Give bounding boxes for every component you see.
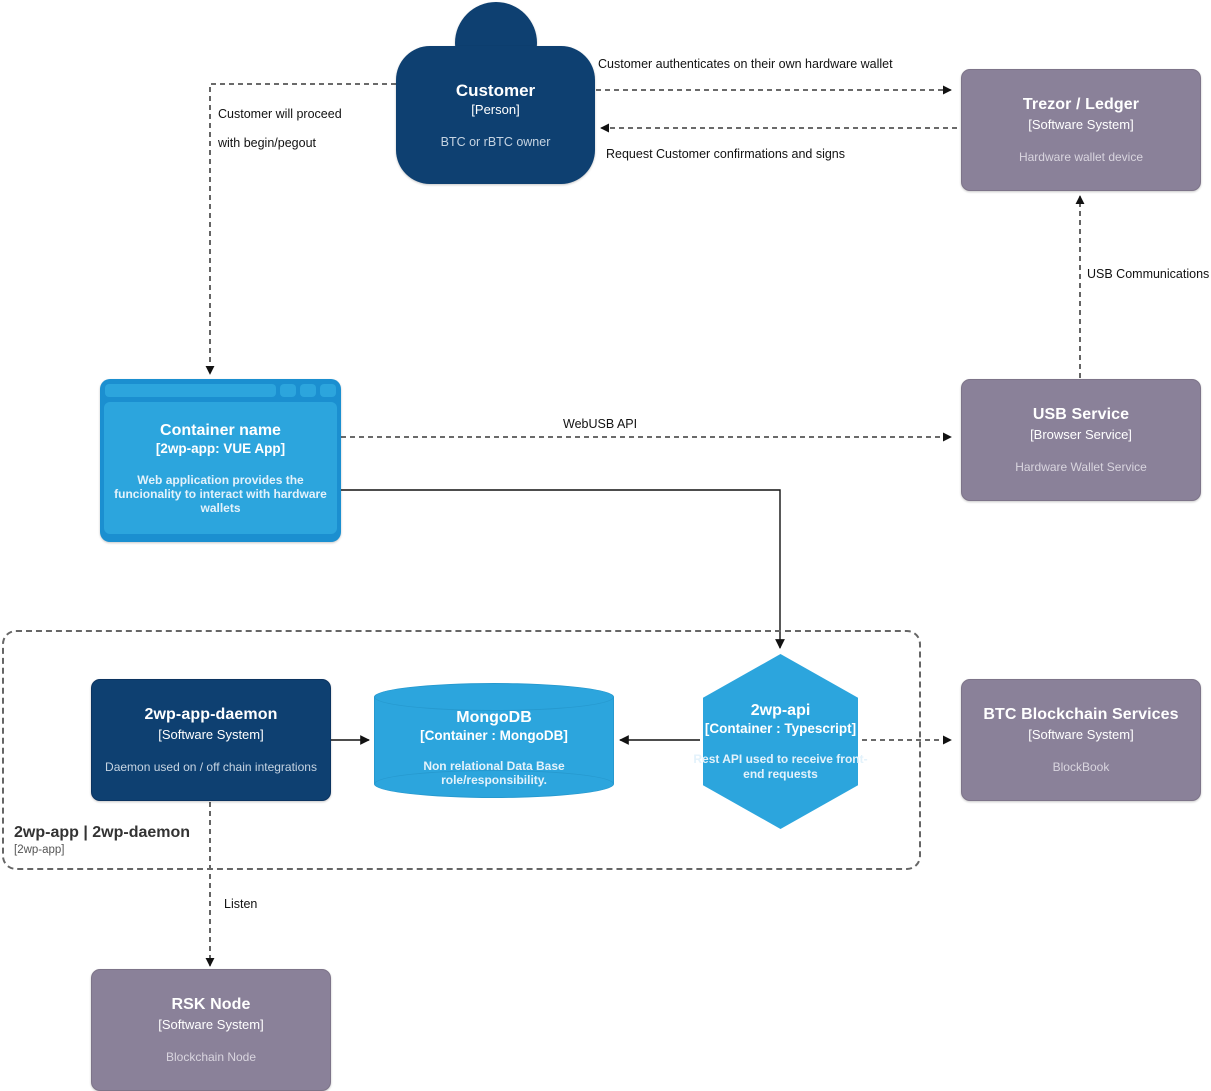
node-desc: Web application provides the funcionalit…: [114, 472, 327, 515]
edge-label-listen: Listen: [224, 897, 258, 911]
system-boundary-2wp-app: 2wp-app | 2wp-daemon [2wp-app]: [2, 630, 921, 870]
node-desc: Daemon used on / off chain integrations: [105, 760, 317, 774]
node-title: RSK Node: [171, 996, 251, 1013]
node-rsk-node[interactable]: RSK Node [Software System] Blockchain No…: [91, 969, 331, 1091]
browser-chrome: [104, 383, 337, 398]
node-tech: [Person]: [471, 102, 520, 117]
edge-customer-to-vue-app: [205, 83, 396, 375]
node-usb-service[interactable]: USB Service [Browser Service] Hardware W…: [961, 379, 1201, 501]
node-title: BTC Blockchain Services: [983, 706, 1179, 723]
node-tech: [Container : Typescript]: [704, 720, 857, 736]
edge-vue-app-to-2wp-api: [341, 489, 785, 649]
boundary-name: 2wp-app | 2wp-daemon: [14, 824, 191, 841]
node-tech: [2wp-app: VUE App]: [155, 440, 286, 456]
node-desc: BlockBook: [1052, 760, 1110, 774]
node-customer[interactable]: Customer [Person] BTC or rBTC owner: [396, 2, 595, 184]
node-2wp-api[interactable]: 2wp-api [Container : Typescript] Rest AP…: [693, 654, 868, 829]
edge-label-trezor-to-customer: Request Customer confirmations and signs: [606, 147, 846, 161]
cylinder-bottom-ellipse: [374, 770, 614, 798]
node-title: Customer: [455, 81, 536, 100]
node-tech: [Container : MongoDB]: [420, 727, 568, 743]
node-trezor-ledger[interactable]: Trezor / Ledger [Software System] Hardwa…: [961, 69, 1201, 191]
node-btc-blockchain-services[interactable]: BTC Blockchain Services [Software System…: [961, 679, 1201, 801]
node-desc: Blockchain Node: [165, 1050, 257, 1064]
browser-button-1-icon: [280, 384, 296, 397]
hexagon-shape: [703, 654, 858, 829]
node-tech: [Software System]: [1028, 117, 1134, 132]
browser-viewport: Container name [2wp-app: VUE App] Web ap…: [104, 402, 337, 534]
node-title: 2wp-app-daemon: [144, 706, 278, 723]
browser-address-bar: [105, 384, 276, 397]
node-title: MongoDB: [456, 708, 532, 726]
node-desc: Rest API used to receive front-end reque…: [693, 751, 868, 781]
edge-label-customer-to-vue-app-line2: with begin/pegout: [218, 136, 316, 150]
edge-label-usb-communications: USB Communications: [1087, 267, 1210, 281]
node-desc: Hardware wallet device: [1018, 150, 1144, 164]
node-tech: [Software System]: [158, 727, 264, 742]
hexagon-label: 2wp-api [Container : Typescript] Rest AP…: [623, 654, 938, 829]
cylinder-top-ellipse: [374, 683, 614, 711]
cylinder-label: MongoDB [Container : MongoDB] Non relati…: [374, 697, 614, 798]
person-body: Customer [Person] BTC or rBTC owner: [396, 46, 595, 184]
node-desc: BTC or rBTC owner: [440, 135, 551, 149]
edge-label-webusb-api: WebUSB API: [563, 417, 638, 431]
node-tech: [Software System]: [1028, 727, 1134, 742]
node-title: Trezor / Ledger: [1022, 96, 1140, 113]
browser-button-3-icon: [320, 384, 336, 397]
node-vue-app-container[interactable]: Container name [2wp-app: VUE App] Web ap…: [100, 379, 341, 542]
node-mongodb[interactable]: MongoDB [Container : MongoDB] Non relati…: [374, 683, 614, 798]
node-2wp-app-daemon[interactable]: 2wp-app-daemon [Software System] Daemon …: [91, 679, 331, 801]
node-title: Container name: [160, 421, 281, 439]
node-tech: [Software System]: [158, 1017, 264, 1032]
edge-label-customer-to-vue-app-line1: Customer will proceed: [218, 107, 342, 121]
boundary-label: 2wp-app | 2wp-daemon [2wp-app]: [14, 823, 190, 858]
node-tech: [Browser Service]: [1030, 427, 1132, 442]
browser-button-2-icon: [300, 384, 316, 397]
boundary-tech: [2wp-app]: [14, 844, 65, 856]
node-desc: Non relational Data Base role/responsibi…: [423, 758, 565, 787]
edge-label-customer-to-trezor: Customer authenticates on their own hard…: [598, 57, 893, 71]
node-desc: Hardware Wallet Service: [1015, 460, 1147, 474]
node-title: USB Service: [1032, 406, 1130, 423]
node-title: 2wp-api: [750, 701, 811, 719]
